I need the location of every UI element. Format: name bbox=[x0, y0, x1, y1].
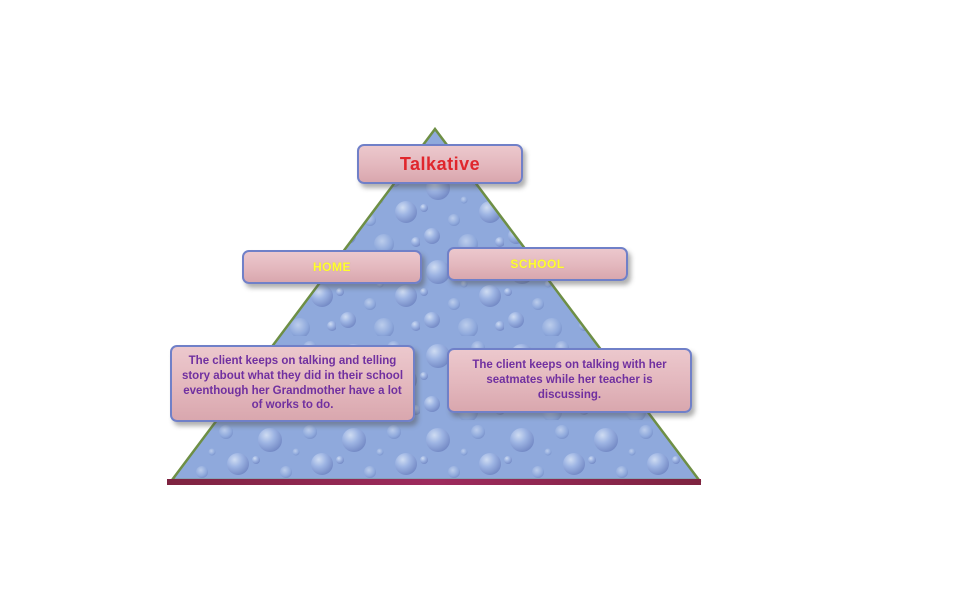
home-description-box: The client keeps on talking and telling … bbox=[170, 345, 415, 422]
school-description-text: The client keeps on talking with her sea… bbox=[472, 359, 667, 401]
title-box: Talkative bbox=[357, 144, 523, 184]
home-label: HOME bbox=[313, 260, 351, 274]
home-box: HOME bbox=[242, 250, 422, 284]
pyramid-base-line bbox=[167, 479, 701, 485]
school-description-box: The client keeps on talking with her sea… bbox=[447, 348, 692, 413]
school-box: SCHOOL bbox=[447, 247, 628, 281]
school-label: SCHOOL bbox=[510, 257, 565, 271]
home-description-text: The client keeps on talking and telling … bbox=[181, 354, 404, 412]
title-label: Talkative bbox=[399, 153, 481, 174]
